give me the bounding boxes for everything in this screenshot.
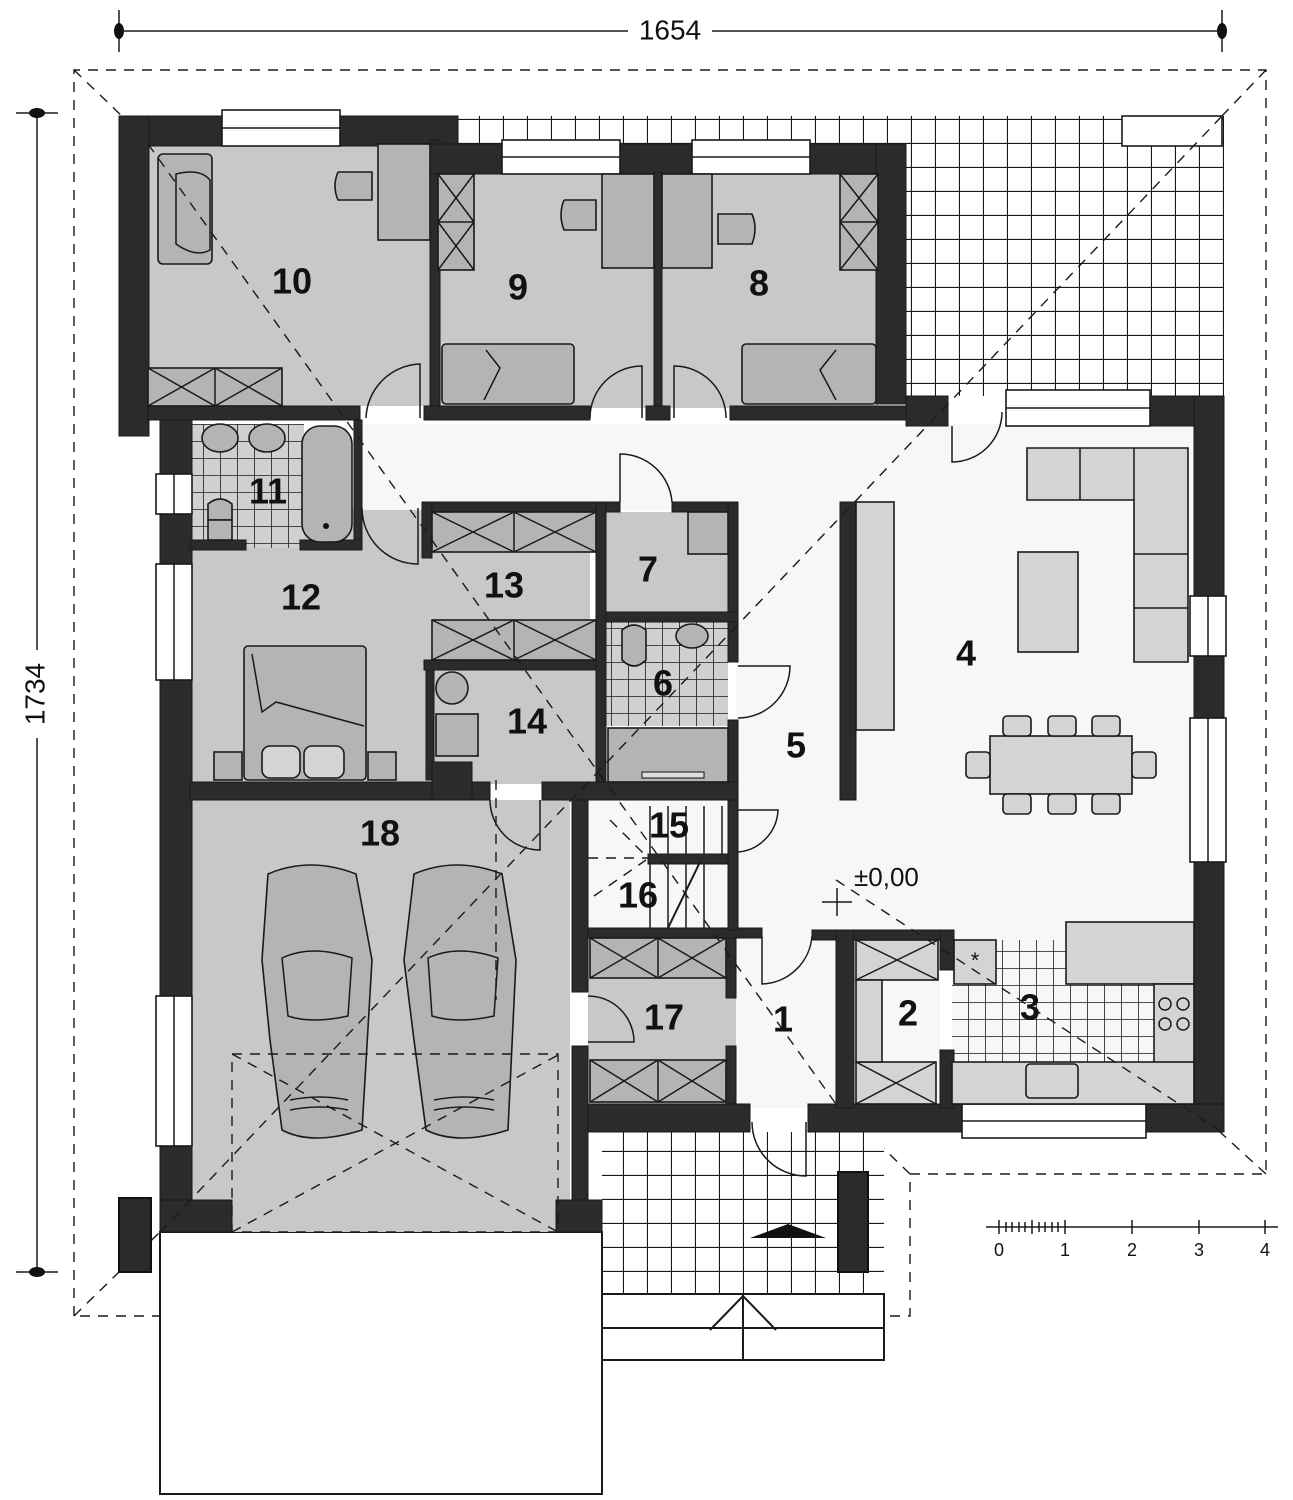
room-7-label: 7 — [638, 549, 658, 590]
room-17-label: 17 — [644, 997, 684, 1038]
entrance-bench — [837, 1171, 869, 1273]
roof-outline — [73, 69, 1267, 1317]
roof-ridges — [147, 115, 1223, 1233]
kitchen-fixtures: * — [951, 921, 1195, 1105]
room-1-label: 1 — [773, 999, 793, 1040]
terrace-tiles — [906, 116, 1224, 396]
room-7-shelf — [687, 511, 729, 555]
staircase — [588, 806, 723, 929]
room-16-label: 16 — [618, 875, 658, 916]
bathroom-6-fixtures — [607, 623, 729, 783]
scale-tick-3: 3 — [1194, 1240, 1204, 1260]
driveway — [159, 1231, 603, 1495]
fridge-icon: * — [971, 948, 980, 973]
width-dimension-label: 1654 — [639, 14, 701, 45]
room-18-label: 18 — [360, 813, 400, 854]
room-2-label: 2 — [898, 993, 918, 1034]
room-11-label: 11 — [249, 471, 287, 512]
scale-tick-4: 4 — [1260, 1240, 1270, 1260]
room-12-furniture — [213, 645, 397, 781]
room-14-fixtures — [435, 671, 479, 757]
bathroom-11-fixtures — [201, 423, 353, 543]
height-dimension: 1734 — [16, 108, 58, 1277]
level-marker-label: ±0,00 — [854, 862, 919, 892]
room-6-label: 6 — [653, 663, 673, 704]
scale-tick-2: 2 — [1127, 1240, 1137, 1260]
scale-tick-0: 0 — [994, 1240, 1004, 1260]
gate-post — [118, 1197, 152, 1273]
room-8-furniture — [661, 173, 879, 405]
room-2-fixtures — [855, 939, 939, 1105]
room-10-label: 10 — [272, 261, 312, 302]
garage-cars — [231, 864, 561, 1233]
scale-tick-1: 1 — [1060, 1240, 1070, 1260]
room-15-label: 15 — [649, 805, 689, 846]
room-9-furniture — [437, 173, 655, 405]
walls — [118, 115, 1225, 1233]
level-marker: ±0,00 — [822, 862, 919, 916]
scale-bar: 0 1 2 3 4 — [986, 1220, 1278, 1260]
room-5-label: 5 — [786, 725, 806, 766]
room-4-label: 4 — [956, 633, 976, 674]
width-dimension: 1654 — [114, 10, 1227, 52]
windows — [155, 109, 1227, 1147]
doors — [361, 363, 1003, 1177]
room-10-furniture — [147, 143, 431, 407]
entrance-steps — [601, 1293, 885, 1361]
height-dimension-label: 1734 — [19, 663, 50, 725]
room-14-label: 14 — [507, 701, 547, 742]
room-9-label: 9 — [508, 267, 528, 308]
hall-cabinet — [855, 501, 895, 731]
room-13-wardrobes — [431, 511, 597, 661]
living-room-furniture — [965, 447, 1189, 815]
room-12-label: 12 — [281, 577, 321, 618]
entrance-arrow-icon — [750, 1224, 826, 1238]
room-8-label: 8 — [749, 263, 769, 304]
room-13-label: 13 — [484, 565, 524, 606]
room-labels: 1 2 3 4 5 6 7 8 9 10 11 12 13 14 15 16 1… — [249, 261, 1040, 1040]
room-17-wardrobes — [589, 937, 727, 1103]
room-3-label: 3 — [1020, 987, 1040, 1028]
